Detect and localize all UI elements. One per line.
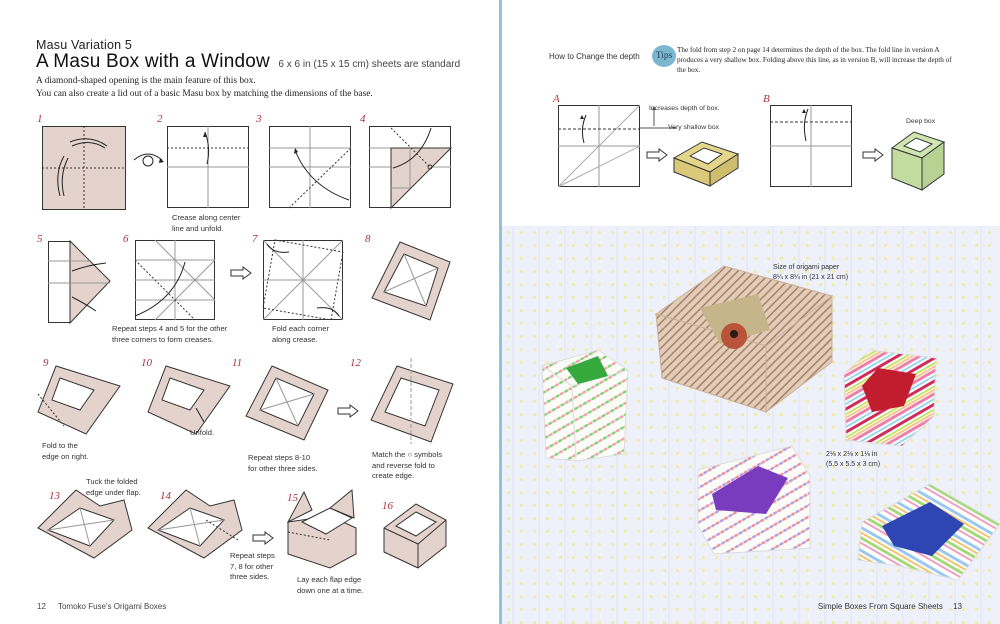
step-number: 9 xyxy=(43,357,49,369)
depth-indicator-lines xyxy=(640,106,676,129)
step-2-diagram xyxy=(167,126,249,208)
shallow-box-illustration xyxy=(672,141,740,187)
step-number: 15 xyxy=(287,492,298,504)
large-box-size-label: Size of origami paper 8¼ x 8¼ in (21 x 2… xyxy=(773,264,849,281)
variation-label: Masu Variation 5 xyxy=(36,38,133,52)
step-number: 1 xyxy=(37,113,43,125)
step-number: 4 xyxy=(360,113,366,125)
left-footer: 12 Tomoko Fuse's Origami Boxes xyxy=(37,602,166,611)
step-number: 10 xyxy=(141,357,152,369)
step-number: 12 xyxy=(350,357,361,369)
section-title: Simple Boxes From Square Sheets xyxy=(817,602,943,611)
step-caption: Repeat steps 7, 8 for other three sides. xyxy=(230,551,275,581)
step-14-diagram xyxy=(147,489,243,559)
step-caption: Tuck the folded edge under flap. xyxy=(86,477,141,497)
page-number: 13 xyxy=(953,602,962,611)
step-number: 2 xyxy=(157,113,163,125)
next-arrow-icon xyxy=(230,266,252,280)
small-box-size-label: 2⅛ x 2⅛ x 1⅛ in (5.5 x 5.5 x 3 cm) xyxy=(826,451,881,468)
step-12-diagram xyxy=(370,358,454,444)
step-number: 14 xyxy=(160,490,171,502)
step-caption: Crease along center line and unfold. xyxy=(172,213,241,233)
intro-line: You can also create a lid out of a basic… xyxy=(36,89,373,99)
step-number: 16 xyxy=(382,500,393,512)
step-number: 3 xyxy=(256,113,262,125)
deep-box-note: Deep box xyxy=(906,118,936,125)
step-number: 8 xyxy=(365,233,371,245)
step-number: 6 xyxy=(123,233,129,245)
tips-text: The fold from step 2 on page 14 determin… xyxy=(677,46,952,74)
step-number: 11 xyxy=(232,357,243,369)
finished-boxes-photo: Size of origami paper 8¼ x 8¼ in (21 x 2… xyxy=(502,226,1000,624)
version-b-diagram xyxy=(770,105,852,187)
page-number: 12 xyxy=(37,602,46,611)
step-11-diagram xyxy=(245,365,329,441)
step-number: 5 xyxy=(37,233,43,245)
page-gutter xyxy=(499,0,502,624)
deep-box-illustration xyxy=(890,131,946,191)
step-3-diagram xyxy=(269,126,352,209)
step-6-diagram xyxy=(134,239,216,321)
turn-over-icon xyxy=(133,153,164,167)
step-9-diagram xyxy=(37,365,121,435)
step-caption: Unfold. xyxy=(190,428,215,437)
shallow-box-note: Very shallow box xyxy=(668,124,720,131)
step-caption: Repeat steps 8-10 for other three sides. xyxy=(248,453,318,473)
version-a-label: A xyxy=(553,93,560,105)
step-16-diagram xyxy=(383,503,447,569)
increases-depth-note: Increases depth of box. xyxy=(649,105,720,112)
step-7-diagram xyxy=(262,239,344,321)
intro-line: A diamond-shaped opening is the main fea… xyxy=(36,76,256,86)
next-arrow-icon xyxy=(337,404,359,418)
book-title: Tomoko Fuse's Origami Boxes xyxy=(57,602,167,611)
step-4-diagram xyxy=(369,126,453,210)
title-row: A Masu Box with a Window 6 x 6 in (15 x … xyxy=(36,51,460,73)
step-5-diagram xyxy=(48,239,111,325)
tips-badge: Tips xyxy=(652,45,676,67)
step-1-diagram xyxy=(42,126,126,210)
step-13-diagram xyxy=(37,489,133,559)
step-caption: Repeat steps 4 and 5 for the other three… xyxy=(112,324,228,344)
step-caption: Fold each corner along crease. xyxy=(272,324,329,344)
right-footer: Simple Boxes From Square Sheets 13 xyxy=(818,602,962,611)
boxes-illustration xyxy=(540,265,1000,581)
version-b-label: B xyxy=(763,93,770,105)
step-8-diagram xyxy=(371,241,451,321)
version-a-diagram xyxy=(557,104,641,188)
step-15-diagram xyxy=(286,489,357,569)
page-title: A Masu Box with a Window xyxy=(36,51,270,72)
intro-text: A diamond-shaped opening is the main fea… xyxy=(36,75,373,101)
paper-size-note: 6 x 6 in (15 x 15 cm) sheets are standar… xyxy=(278,59,461,70)
step-caption: Fold to the edge on right. xyxy=(42,441,89,461)
step-number: 13 xyxy=(49,490,60,502)
step-caption: Lay each flap edge down one at a time. xyxy=(297,575,364,595)
next-arrow-icon xyxy=(252,531,274,545)
step-10-diagram xyxy=(147,365,231,435)
tips-heading: How to Change the depth xyxy=(549,52,640,61)
next-arrow-icon xyxy=(646,148,668,162)
step-number: 7 xyxy=(252,233,258,245)
next-arrow-icon xyxy=(862,148,884,162)
step-caption: Match the ○ symbols and reverse fold to … xyxy=(372,450,443,480)
